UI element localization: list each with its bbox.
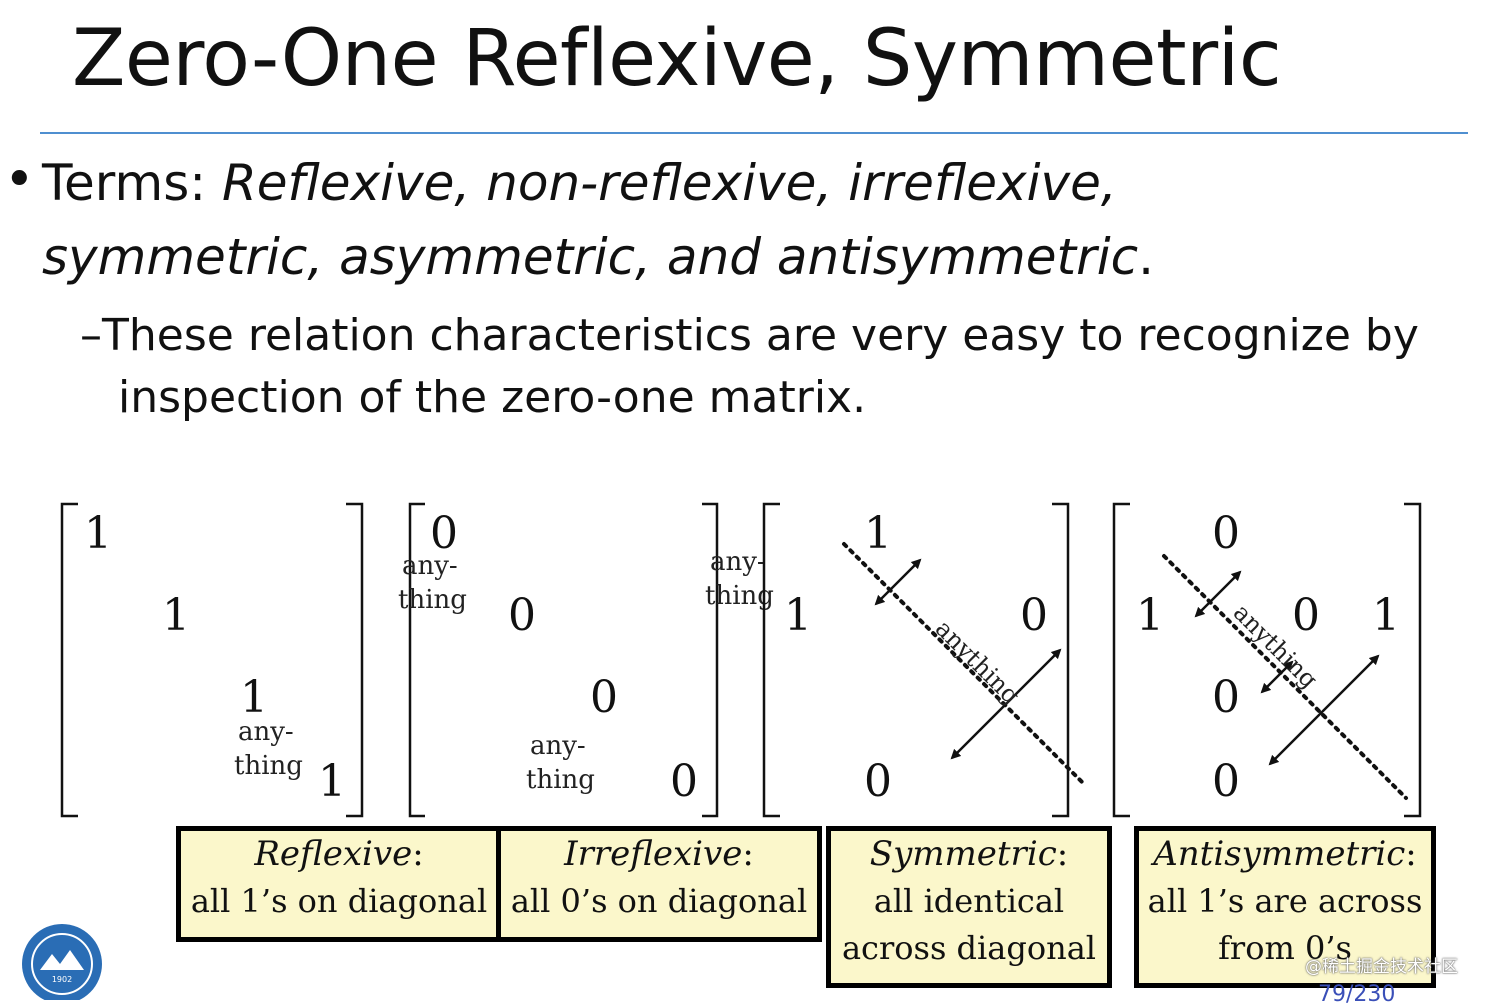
entry-center: 0 xyxy=(1292,590,1320,641)
label-box-symmetric: Symmetric: all identical across diagonal xyxy=(826,826,1112,988)
diag-entry-1: 0 xyxy=(430,508,458,559)
left-bracket xyxy=(762,502,780,818)
bullet-line-1: Terms: Reflexive, non-reflexive, irrefle… xyxy=(42,154,1117,212)
antisymmetric-matrix: 0 1 0 1 0 0 anything xyxy=(1112,502,1422,818)
label-description-2: from 0’s xyxy=(1218,929,1352,967)
anything-note-line-1: any- xyxy=(238,717,294,747)
bullet-terms-1: Reflexive, non-reflexive, irreflexive, xyxy=(221,154,1117,212)
anything-note-a-2: thing xyxy=(398,585,467,615)
label-box-antisymmetric: Antisymmetric: all 1’s are across from 0… xyxy=(1134,826,1436,988)
matrix-diagrams: 1 1 1 1 any- thing 0 0 0 0 any- thing an… xyxy=(0,490,1490,830)
double-arrow-icon xyxy=(874,558,922,606)
entry-top: 1 xyxy=(864,508,892,559)
symmetric-matrix: 1 1 0 0 anything xyxy=(762,502,1084,818)
bullet-icon: • xyxy=(4,150,35,210)
right-bracket xyxy=(1404,502,1422,818)
entry-top: 0 xyxy=(1212,508,1240,559)
diag-entry-3: 1 xyxy=(240,672,268,723)
slide-title: Zero-One Reflexive, Symmetric xyxy=(72,14,1282,104)
label-description-2: across diagonal xyxy=(841,929,1097,967)
anything-note-c-2: thing xyxy=(705,581,774,611)
entry-left: 1 xyxy=(1136,590,1164,641)
irreflexive-matrix: 0 0 0 0 any- thing any- thing any- thing xyxy=(398,502,774,818)
title-divider xyxy=(40,132,1468,134)
entry-left: 1 xyxy=(784,590,812,641)
left-bracket xyxy=(60,502,78,818)
matrix-figure: 1 1 1 1 any- thing 0 0 0 0 any- thing an… xyxy=(60,502,1422,818)
diagonal-label: anything xyxy=(930,614,1025,709)
label-description-1: all identical xyxy=(873,882,1065,920)
label-title: Irreflexive: xyxy=(564,834,754,874)
diag-entry-2: 0 xyxy=(508,590,536,641)
anything-note-line-2: thing xyxy=(234,751,303,781)
label-description: all 1’s on diagonal xyxy=(190,882,488,920)
double-arrow-icon xyxy=(1268,654,1380,766)
double-arrow-icon xyxy=(1194,570,1242,618)
bullet-terms-2: symmetric, asymmetric, and antisymmetric xyxy=(42,228,1139,286)
diagonal-dotted-line xyxy=(1162,554,1408,800)
diag-entry-4: 1 xyxy=(318,756,346,807)
right-bracket xyxy=(346,502,364,818)
right-bracket xyxy=(702,502,719,818)
label-title: Symmetric: xyxy=(869,834,1069,874)
label-description-1: all 1’s are across xyxy=(1147,882,1423,920)
anything-note-b-2: thing xyxy=(526,765,595,795)
bullet-lead: Terms: xyxy=(42,154,222,212)
label-title: Reflexive: xyxy=(254,834,424,874)
entry-mid: 0 xyxy=(1212,672,1240,723)
entry-right: 1 xyxy=(1372,590,1400,641)
sub-bullet-line-1: –These relation characteristics are very… xyxy=(80,310,1419,361)
double-arrow-icon xyxy=(950,648,1062,760)
left-bracket xyxy=(1112,502,1130,818)
right-bracket xyxy=(1052,502,1070,818)
left-bracket xyxy=(408,502,425,818)
entry-right: 0 xyxy=(1020,590,1048,641)
diag-entry-2: 1 xyxy=(162,590,190,641)
seal-text: 1902 xyxy=(52,975,72,984)
label-box-reflexive: Reflexive: all 1’s on diagonal xyxy=(176,826,502,942)
label-box-irreflexive: Irreflexive: all 0’s on diagonal xyxy=(496,826,822,942)
bullet-line-2: symmetric, asymmetric, and antisymmetric… xyxy=(42,228,1154,286)
page-number: 79/230 xyxy=(1318,982,1396,1007)
entry-bottom: 0 xyxy=(864,756,892,807)
entry-bottom: 0 xyxy=(1212,756,1240,807)
sub-bullet-text-1: These relation characteristics are very … xyxy=(102,310,1419,361)
bullet-terms-end: . xyxy=(1138,228,1154,286)
label-description: all 0’s on diagonal xyxy=(510,882,808,920)
watermark-text: @稀土掘金技术社区 xyxy=(1305,957,1458,977)
diag-entry-4: 0 xyxy=(670,756,698,807)
label-title: Antisymmetric: xyxy=(1153,834,1417,874)
university-seal-icon: 1902 xyxy=(22,924,102,1000)
diag-entry-3: 0 xyxy=(590,672,618,723)
diag-entry-1: 1 xyxy=(84,508,112,559)
sub-bullet-line-2: inspection of the zero-one matrix. xyxy=(118,372,867,423)
anything-note-b-1: any- xyxy=(530,731,586,761)
anything-note-c-1: any- xyxy=(710,547,766,577)
reflexive-matrix: 1 1 1 1 any- thing xyxy=(60,502,364,818)
anything-note-a-1: any- xyxy=(402,551,458,581)
